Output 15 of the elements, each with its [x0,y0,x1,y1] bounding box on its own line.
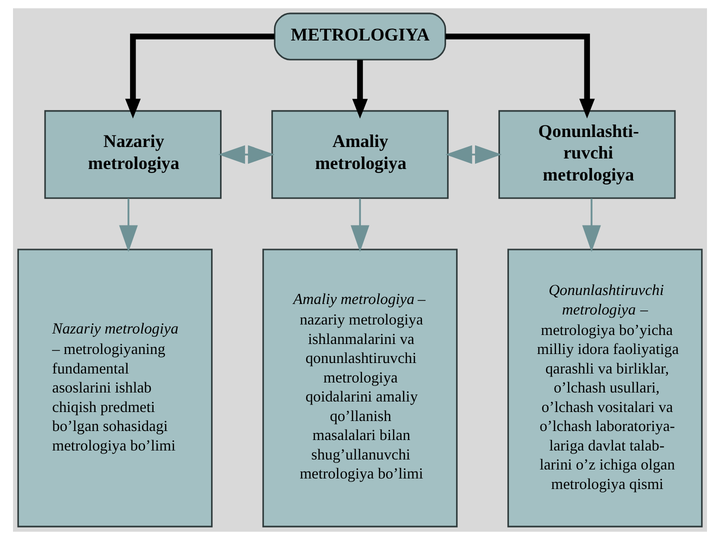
arrow [218,145,275,164]
node-box: Qonunlashti- ruvchi metrologiya [498,110,676,199]
node-box: METROLOGIYA [274,12,446,60]
arrow [125,34,274,118]
node-box: Amaliy metrologiya [271,110,449,199]
arrow [582,198,601,252]
node-box: Nazariy metrologiya [44,110,222,199]
node-box: Qonunlashtiruvchi metrologiya – metrologiya bo’yicha milliy idora faoliyatiga qarashli va birliklar, o’lchash usullari, o’lchash vositalari va o’lchash laboratoriya- lariga davlat talab- larini o’z ichiga olgan metrologiya qismi [507,248,703,528]
arrow [119,198,138,252]
arrow [445,145,502,164]
arrow [350,198,370,252]
arrow [446,34,595,118]
node-box: Amaliy metrologiya – nazariy metrologiya ishlanmalarini va qonunlashtiruvchi metrologiya qoidalarini amaliy qo’llanish masalalari bilan shug’ullanuvchi metrologiya bo’limi [262,248,458,528]
arrow [352,60,368,119]
node-box: Nazariy metrologiya – metrologiyaning fundamental asoslarini ishlab chiqish predmeti bo’lgan sohasidagi metrologiya bo’limi [17,248,213,528]
